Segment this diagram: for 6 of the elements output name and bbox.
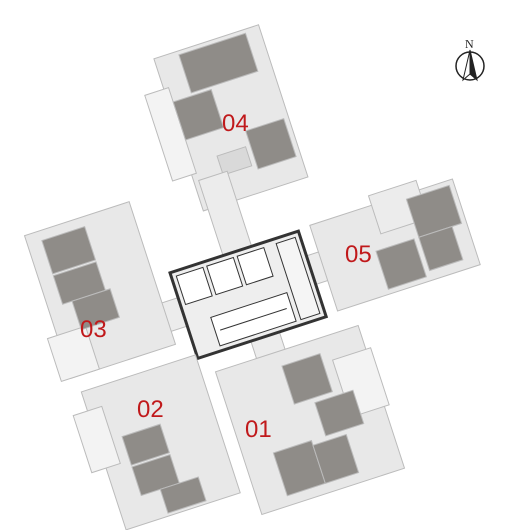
unit-number: 03 [80, 318, 107, 342]
unit-number: 02 [137, 398, 164, 422]
north-label: N [465, 36, 474, 53]
unit-number: 01 [245, 418, 272, 442]
unit-number: 04 [222, 112, 249, 136]
unit-number: 05 [345, 243, 372, 267]
